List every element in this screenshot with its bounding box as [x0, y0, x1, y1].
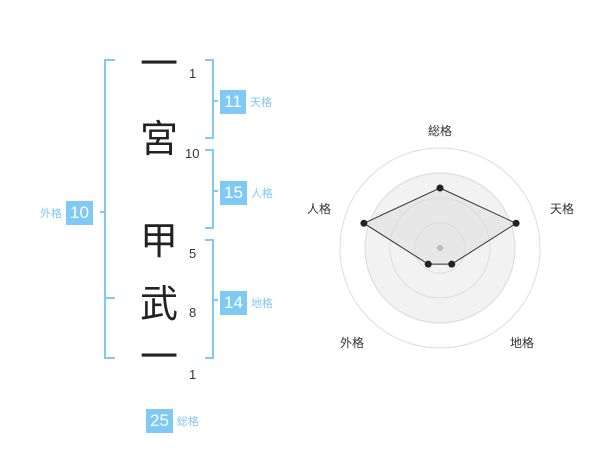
gaikaku-value: 10 — [66, 201, 93, 225]
soukaku-label: 総格 — [176, 415, 199, 428]
stroke-count-1: 1 — [189, 66, 197, 81]
radar-label-gaikaku: 外格 — [340, 336, 365, 350]
radar-point-4 — [424, 260, 432, 268]
name-char-2: 宮 — [139, 117, 178, 161]
stroke-count-5: 1 — [189, 367, 197, 382]
gaikaku-label: 外格 — [40, 207, 62, 220]
gaikaku-bracket — [104, 59, 115, 359]
gaikaku-badge: 外格 10 — [40, 201, 93, 225]
radar-label-soukaku: 総格 — [428, 124, 453, 138]
name-char-4: 武 — [139, 282, 178, 326]
chikaku-value: 14 — [220, 291, 247, 315]
soukaku-value: 25 — [146, 409, 173, 433]
radar-label-jinkaku: 人格 — [307, 202, 332, 216]
chikaku-bracket — [205, 239, 214, 359]
stroke-count-3: 5 — [189, 246, 197, 261]
jinkaku-bracket — [205, 149, 214, 229]
jinkaku-badge: 15 人格 — [220, 181, 273, 205]
tenkaku-bracket — [205, 59, 214, 139]
chikaku-badge: 14 地格 — [220, 291, 273, 315]
radar-ring — [339, 147, 541, 349]
radar-polygon — [362, 187, 518, 265]
radar-label-chikaku: 地格 — [510, 336, 535, 350]
tenkaku-value: 11 — [220, 90, 246, 114]
radar-ring — [364, 172, 516, 324]
stroke-count-4: 8 — [189, 305, 197, 320]
jinkaku-label: 人格 — [250, 187, 273, 200]
radar-label-tenkaku: 天格 — [550, 202, 575, 216]
soukaku-badge: 25 総格 — [146, 409, 199, 433]
chikaku-label: 地格 — [250, 297, 273, 310]
radar-center — [437, 245, 443, 251]
name-char-5: 一 — [139, 335, 178, 379]
jinkaku-value: 15 — [220, 181, 247, 205]
radar-chart — [339, 147, 541, 349]
radar-point-1 — [436, 184, 444, 192]
tenkaku-label: 天格 — [250, 96, 272, 109]
radar-point-2 — [512, 219, 520, 227]
stroke-count-2: 10 — [185, 146, 200, 161]
name-char-3: 甲 — [139, 219, 178, 263]
radar-point-3 — [448, 260, 456, 268]
tenkaku-badge: 11 天格 — [220, 90, 272, 114]
name-char-1: 一 — [139, 42, 178, 86]
radar-point-5 — [360, 219, 368, 227]
